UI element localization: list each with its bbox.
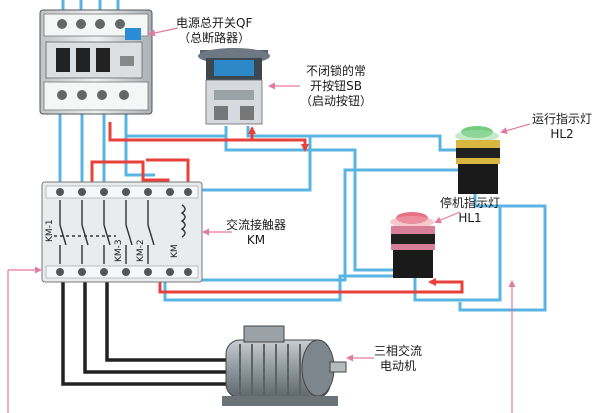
stop-lamp-label: 停机指示灯 HL1 (440, 196, 500, 226)
run-lamp-label: 运行指示灯 HL2 (532, 112, 592, 142)
km2-mark: KM-2 (136, 239, 146, 262)
motor-line2: 电动机 (380, 359, 417, 373)
start-button-line1: 不闭锁的常 (306, 64, 367, 78)
start-button (198, 48, 270, 125)
breaker-to-contactor-wires (58, 110, 547, 312)
km3-mark: KM-3 (114, 239, 124, 262)
stop-lamp-line2: HL1 (458, 211, 482, 225)
main-switch-title: 电源总开关QF (176, 16, 253, 30)
run-lamp-line1: 运行指示灯 (532, 112, 593, 126)
motor (222, 325, 347, 406)
run-lamp (455, 126, 500, 194)
stop-lamp-line1: 停机指示灯 (440, 196, 501, 210)
km1-mark: KM-1 (45, 219, 55, 242)
contactor-line2: KM (246, 233, 266, 247)
main-switch-subtitle: （总断路器） (178, 31, 251, 45)
contactor (41, 181, 203, 283)
main-breaker (39, 9, 153, 115)
start-button-label: 不闭锁的常 开按钮SB （启动按钮） (300, 64, 372, 109)
contactor-label: 交流接触器 KM (226, 218, 286, 248)
motor-line1: 三相交流 (374, 344, 423, 358)
km-mark: KM (170, 244, 180, 258)
start-button-line3: （启动按钮） (300, 94, 373, 108)
run-lamp-line2: HL2 (550, 127, 574, 141)
contactor-line1: 交流接触器 (226, 218, 287, 232)
pointers (7, 27, 531, 413)
motor-label: 三相交流 电动机 (374, 344, 422, 374)
main-switch-label: 电源总开关QF （总断路器） (176, 16, 252, 46)
motor-wires (61, 272, 226, 386)
start-button-line2: 开按钮SB (310, 79, 362, 93)
stop-lamp (390, 212, 435, 278)
